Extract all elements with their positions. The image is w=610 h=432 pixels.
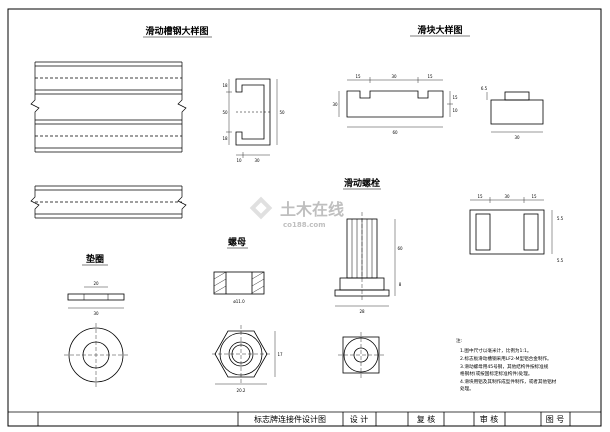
- dim-slider-side-w: 30: [514, 135, 520, 140]
- dim-slider-side-h: 6.5: [481, 86, 488, 91]
- note-line-2: 2.标志板滑动槽钢采用LF2-M型铝合金制作。: [460, 355, 552, 362]
- sliding-bolt-elevation: [334, 212, 396, 307]
- dim-bolt-right-1: 5.5: [557, 216, 564, 221]
- dim-bolt-height: 60: [397, 246, 403, 251]
- title-nut: 螺母: [228, 236, 246, 248]
- dim-channel-right: 50: [279, 110, 285, 115]
- slider-side-view: [486, 91, 544, 133]
- note-line-3: 3.滑动螺母用45号钢，其他结构件按标准规: [460, 363, 549, 370]
- title-sliding-bolt: 滑动螺栓: [344, 177, 380, 189]
- slider-front-view: [338, 77, 453, 128]
- dim-bolt-base: 28: [359, 309, 365, 314]
- sliding-bolt-top-view: [469, 197, 553, 255]
- dim-nut-flat: 17: [277, 352, 283, 357]
- dim-channel-left-1: 18: [222, 83, 228, 88]
- channel-cross-section: [226, 78, 278, 158]
- dim-washer-top: 20: [93, 281, 99, 286]
- title-block-check: 复 核: [417, 414, 436, 424]
- dim-slider-bottom: 60: [392, 130, 398, 135]
- title-washer: 垫圈: [86, 253, 104, 265]
- note-line-1: 1.图中尺寸以毫米计，比例为1:1。: [460, 347, 532, 354]
- watermark-text: 土木在线: [280, 200, 344, 219]
- title-slider-detail: 滑块大样图: [417, 24, 462, 36]
- dim-slider-right-1: 15: [452, 95, 458, 100]
- dim-nut-bottom: 20.2: [237, 388, 246, 393]
- dim-slider-top-3: 15: [427, 74, 433, 79]
- dim-washer-bottom: 30: [93, 311, 99, 316]
- washer-side-view: [67, 286, 125, 309]
- title-block-drawing-name: 标志牌连接件设计图: [254, 414, 326, 424]
- dim-slider-top-1: 15: [355, 74, 361, 79]
- drawing-frame: [7, 8, 602, 427]
- dim-bolt-side: 8: [399, 282, 402, 287]
- nut-front-view: [212, 325, 276, 385]
- title-block: [8, 411, 601, 426]
- note-line-5: 4.滑块用铝及其制作成型件制作，或者其他铝材: [460, 378, 557, 385]
- title-block-design: 设 计: [350, 414, 369, 424]
- dim-bolt-top-3: 15: [531, 194, 537, 199]
- dim-bolt-top-1: 15: [477, 194, 483, 199]
- dim-bolt-top-2: 30: [504, 194, 510, 199]
- note-line-4: 格钢材(或按国标定标准构件)处理。: [460, 370, 533, 377]
- note-line-6: 处理。: [460, 385, 474, 392]
- title-channel-detail: 滑动槽钢大样图: [145, 25, 208, 37]
- title-block-review: 审 核: [480, 414, 499, 424]
- channel-long-view-bottom: [30, 185, 187, 219]
- bolt-plan-view: [338, 332, 384, 378]
- notes-heading: 注:: [456, 337, 463, 344]
- notes-block: 注: 1.图中尺寸以毫米计，比例为1:1。 2.标志板滑动槽钢采用LF2-M型铝…: [456, 337, 557, 392]
- dim-bolt-right-2: 5.5: [557, 258, 564, 263]
- dim-nut-width: ø11.0: [233, 299, 245, 304]
- title-block-sheet-no: 图 号: [546, 415, 565, 424]
- dim-channel-bottom-2: 30: [254, 158, 260, 163]
- dim-channel-left-2: 50: [222, 110, 228, 115]
- dim-channel-left-3: 18: [222, 136, 228, 141]
- washer-front-view: [64, 323, 128, 387]
- dim-slider-top-2: 30: [391, 74, 397, 79]
- dim-slider-left: 30: [332, 102, 338, 107]
- channel-long-view-top: [30, 61, 187, 153]
- nut-side-view: [213, 271, 265, 295]
- dim-slider-right-2: 10: [452, 108, 458, 113]
- watermark-domain: co188.com: [283, 221, 325, 229]
- watermark-logo: [249, 196, 273, 220]
- dim-channel-bottom-1: 10: [236, 158, 242, 163]
